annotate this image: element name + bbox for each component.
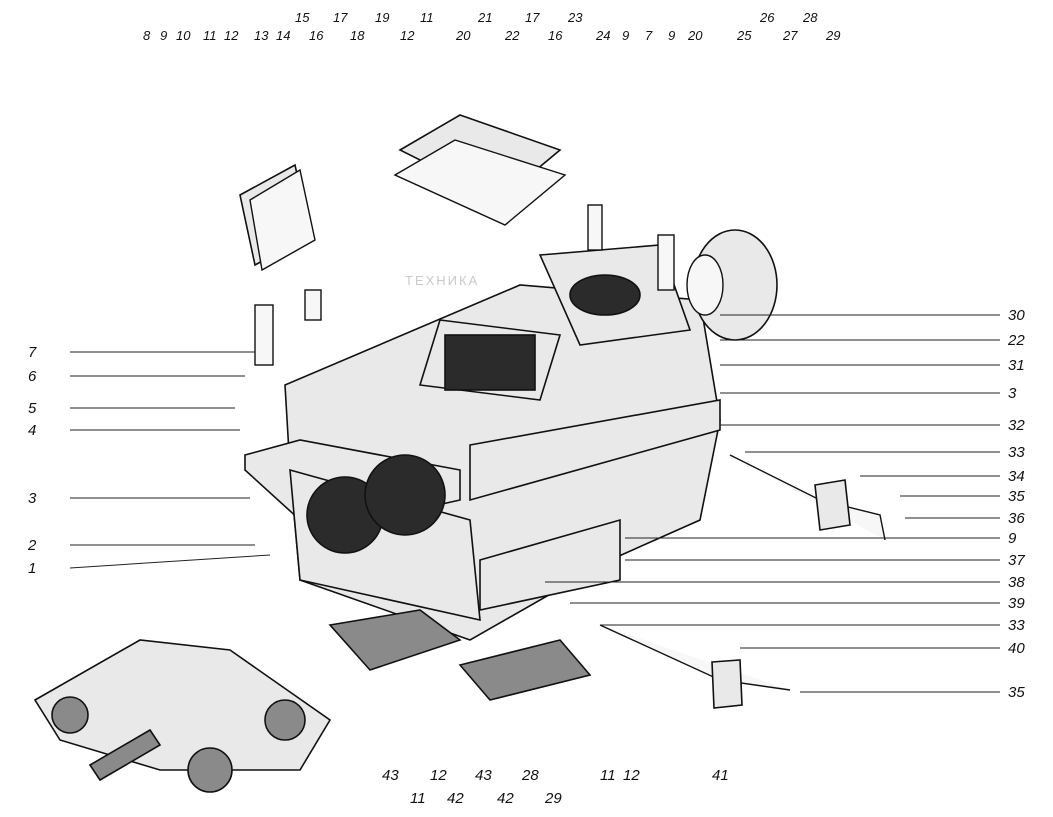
callout-label: 24	[595, 28, 610, 43]
callout-label: 1	[28, 560, 36, 577]
callout-label: 5	[28, 400, 37, 417]
callout-label: 7	[28, 344, 37, 361]
callout-label: 14	[276, 28, 290, 43]
callout-label: 33	[1008, 444, 1025, 461]
left-side-cover	[239, 163, 316, 272]
callout-label: 16	[309, 28, 324, 43]
callouts-left: 7 6 5 4 3 2 1	[27, 344, 37, 577]
callout-label: 30	[1008, 307, 1025, 324]
callout-label: 40	[1008, 640, 1025, 657]
callout-label: 8	[143, 28, 151, 43]
callout-label: 35	[1008, 684, 1025, 701]
callout-label: 2	[27, 537, 37, 554]
callouts-top: 8 9 10 11 12 13 14 15 16 17 18 19 11 12 …	[143, 10, 840, 43]
callout-label: 12	[430, 767, 447, 784]
bolts	[254, 204, 675, 366]
callout-label: 3	[1008, 385, 1017, 402]
lower-gaskets	[328, 609, 592, 701]
callout-label: 37	[1008, 552, 1025, 569]
callout-label: 32	[1008, 417, 1025, 434]
callout-label: 11	[410, 790, 426, 807]
watermark-text: ТЕХНИКА	[405, 273, 479, 288]
callout-label: 25	[736, 28, 752, 43]
callout-label: 21	[477, 10, 492, 25]
callout-label: 18	[350, 28, 365, 43]
callout-label: 11	[203, 28, 217, 43]
callout-label: 27	[782, 28, 798, 43]
callout-label: 19	[375, 10, 389, 25]
callout-label: 43	[382, 767, 399, 784]
callouts-right: 30 22 31 3 32 33 34 35 36 9 37 38 39 33 …	[1007, 307, 1025, 701]
callout-label: 4	[28, 422, 36, 439]
callout-label: 11	[420, 10, 434, 25]
callouts-bottom: 43 12 11 42 43 42 28 29 11 12 41	[382, 767, 729, 807]
callout-label: 23	[567, 10, 583, 25]
callout-label: 6	[28, 368, 37, 385]
leader-lines	[69, 314, 1000, 693]
callout-label: 35	[1008, 488, 1025, 505]
callout-label: 42	[447, 790, 464, 807]
oil-pipe-upper	[729, 454, 886, 541]
callout-label: 9	[622, 28, 629, 43]
callout-label: 26	[759, 10, 775, 25]
callout-label: 10	[176, 28, 191, 43]
callout-label: 20	[455, 28, 471, 43]
callout-label: 22	[1007, 332, 1025, 349]
callout-label: 29	[544, 790, 562, 807]
callout-label: 34	[1008, 468, 1025, 485]
callout-label: 3	[28, 490, 37, 507]
callout-label: 42	[497, 790, 514, 807]
callout-label: 17	[525, 10, 540, 25]
callout-label: 33	[1008, 617, 1025, 634]
gearbox-housing	[244, 244, 721, 641]
callout-label: 12	[224, 28, 239, 43]
callout-label: 36	[1008, 510, 1025, 527]
callout-label: 15	[295, 10, 310, 25]
callout-label: 20	[687, 28, 703, 43]
callout-label: 38	[1008, 574, 1025, 591]
vehicle-inset	[33, 639, 332, 793]
callout-label: 9	[160, 28, 167, 43]
callout-label: 31	[1008, 357, 1025, 374]
callout-label: 12	[400, 28, 415, 43]
callout-label: 39	[1008, 595, 1025, 612]
oil-pipe-lower	[599, 624, 791, 709]
callout-label: 29	[825, 28, 840, 43]
top-cover	[393, 114, 567, 226]
callout-label: 22	[504, 28, 520, 43]
callout-label: 41	[712, 767, 729, 784]
callout-label: 9	[668, 28, 675, 43]
callout-label: 9	[1008, 530, 1017, 547]
callout-label: 16	[548, 28, 563, 43]
callout-label: 11	[600, 767, 616, 784]
callout-label: 28	[802, 10, 818, 25]
callout-label: 12	[623, 767, 640, 784]
callout-label: 7	[645, 28, 653, 43]
callout-label: 13	[254, 28, 269, 43]
callout-label: 43	[475, 767, 492, 784]
callout-label: 28	[521, 767, 539, 784]
callout-label: 17	[333, 10, 348, 25]
